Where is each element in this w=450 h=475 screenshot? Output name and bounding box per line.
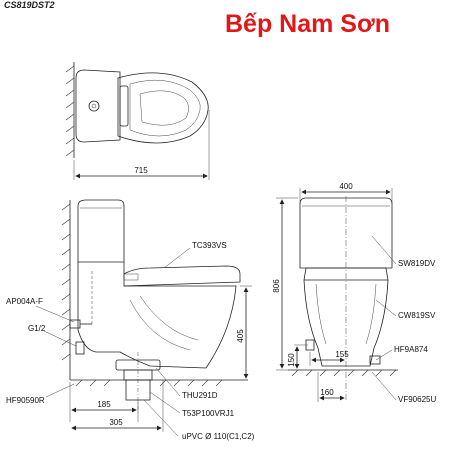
label-valve: AP004A-F [6,297,43,306]
top-view: 715 [65,62,210,180]
seat-outline [117,72,209,144]
label-inlet: G1/2 [28,324,46,333]
wall-hatch [65,65,75,157]
dim-150: 150 [287,353,296,367]
label-tank: SW819DV [398,259,436,268]
dim-305: 305 [109,418,123,427]
front-tank [299,197,393,269]
side-wall-hatch [61,203,71,361]
side-seat [123,265,241,287]
right-fitting [369,355,381,365]
dim-405: 405 [236,329,245,343]
side-bowl [77,262,237,369]
model-code: CS819DST2 [4,0,55,10]
label-outlet: T53P100VRJ1 [182,409,235,418]
tank-top [75,69,121,143]
brand-watermark: Bếp Nam Sơn [225,10,391,38]
flush-button [88,100,100,112]
inlet-pipe [75,341,85,355]
side-floor-hatch [75,379,223,387]
dim-400: 400 [339,182,353,191]
seat-hinge [119,85,129,127]
label-seat: TC393VS [192,241,227,250]
dim-155: 155 [335,350,349,359]
label-bowl: CW819SV [398,311,436,320]
trap-curve [129,299,191,351]
front-floor-hatch [291,369,397,377]
dim-160: 160 [320,388,334,397]
label-fitting: HF9A874 [394,345,428,354]
side-tank [77,199,125,263]
dim-806: 806 [272,279,281,293]
label-base: VF90625U [398,395,436,404]
label-pipe: uPVC Ø 110(C1,C2) [182,432,255,441]
side-view: 405 185 305 TC393VS AP004A-F G1/2 HF9059… [6,199,255,441]
dim-715: 715 [134,166,148,175]
dim-185: 185 [97,400,111,409]
front-view: 400 806 150 155 [272,182,436,404]
bowl-rim [129,79,201,137]
label-bolt: HF90590R [6,396,45,405]
bowl-inner [139,90,189,126]
label-flange: THU291D [182,391,218,400]
